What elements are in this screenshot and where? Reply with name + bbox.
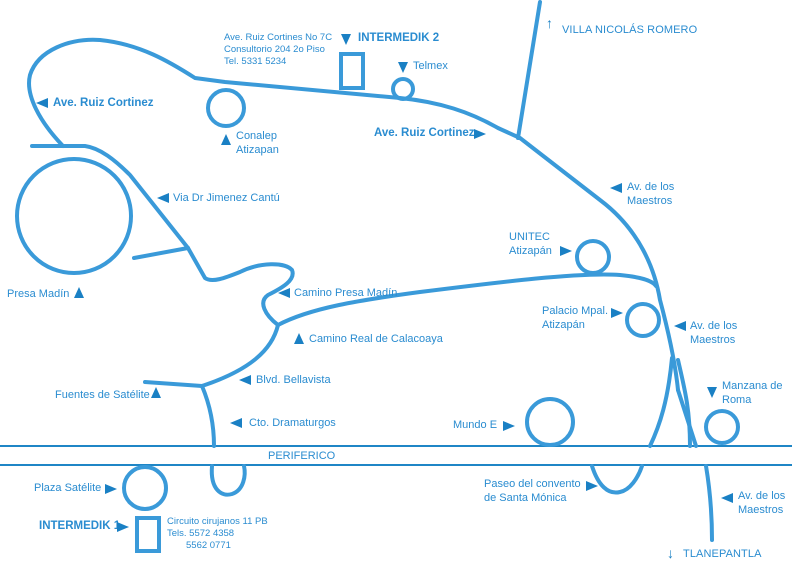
road-av-maestros-south xyxy=(704,464,714,542)
conalep-marker-icon xyxy=(221,134,231,145)
label-camino-presa-madin: Camino Presa Madín xyxy=(294,287,398,299)
north-arrow-icon: ↑ xyxy=(546,15,553,31)
label-camino-real-calacoaya: Camino Real de Calacoaya xyxy=(309,333,443,345)
road-camino-real-calacoaya xyxy=(276,272,658,327)
intermedik1-building xyxy=(135,516,161,553)
santa-monica-marker-icon xyxy=(586,481,598,491)
label-tlanepantla: TLANEPANTLA xyxy=(683,548,762,560)
road-santa-monica xyxy=(590,464,644,495)
label-presa-madin: Presa Madín xyxy=(7,288,70,300)
road-av-maestros-branch xyxy=(648,356,692,448)
address-line: Tels. 5572 4358 xyxy=(167,528,235,539)
label-line: Maestros xyxy=(690,334,736,346)
label-plaza-satelite: Plaza Satélite xyxy=(34,482,102,494)
mundo-e-ring xyxy=(525,397,575,447)
manzana-roma-ring xyxy=(704,409,740,445)
road-villa-nicolas-romero xyxy=(516,0,542,140)
label-intermedik1: INTERMEDIK 1 xyxy=(39,520,121,532)
label-telmex: Telmex xyxy=(413,60,448,72)
label-line: Conalep xyxy=(236,130,277,142)
label-palacio-municipal: Palacio Mpal. Atizapán xyxy=(542,304,608,332)
blvd-bellavista-marker-icon xyxy=(239,375,251,385)
label-fuentes-satelite: Fuentes de Satélite xyxy=(55,389,150,401)
label-line: de Santa Mónica xyxy=(484,492,567,504)
label-ruiz-cortinez-east: Ave. Ruiz Cortinez xyxy=(374,127,475,139)
road-blvd-bellavista xyxy=(200,323,280,388)
telmex-ring xyxy=(391,77,415,101)
label-av-maestros-2: Av. de los Maestros xyxy=(690,319,737,347)
label-blvd-bellavista: Blvd. Bellavista xyxy=(256,374,331,386)
unitec-marker-icon xyxy=(560,246,572,256)
south-arrow-icon: ↓ xyxy=(667,545,674,561)
label-line: Atizapán xyxy=(509,245,552,257)
label-mundo-e: Mundo E xyxy=(453,419,498,431)
label-cto-dramaturgos: Cto. Dramaturgos xyxy=(249,417,336,429)
manzana-roma-marker-icon xyxy=(707,387,717,398)
label-intermedik2: INTERMEDIK 2 xyxy=(358,32,440,44)
label-line: Av. de los xyxy=(627,181,675,193)
address-line: 5562 0771 xyxy=(186,540,231,551)
road-presa-branch xyxy=(132,246,190,260)
jimenez-cantu-marker-icon xyxy=(157,193,169,203)
intermedik2-address: Ave. Ruiz Cortines No 7C Consultorio 204… xyxy=(224,32,332,68)
address-line: Ave. Ruiz Cortines No 7C xyxy=(224,32,333,43)
telmex-marker-icon xyxy=(398,62,408,73)
ruiz-cortinez-east-marker-icon xyxy=(474,129,486,139)
presa-madin-marker-icon xyxy=(74,287,84,298)
label-villa-nicolas-romero: VILLA NICOLÁS ROMERO xyxy=(562,24,698,36)
label-jimenez-cantu: Via Dr Jimenez Cantú xyxy=(173,192,280,204)
av-maestros-2-marker-icon xyxy=(674,321,686,331)
road-fuentes-satelite xyxy=(143,380,204,388)
address-line: Circuito cirujanos 11 PB xyxy=(167,516,268,527)
address-line: Consultorio 204 2o Piso xyxy=(224,44,325,55)
address-line: Tel. 5331 5234 xyxy=(224,56,287,67)
label-line: Roma xyxy=(722,394,752,406)
label-line: Maestros xyxy=(627,195,673,207)
label-line: Av. de los xyxy=(690,320,738,332)
camino-presa-madin-marker-icon xyxy=(278,288,290,298)
palacio-ring xyxy=(625,302,661,338)
label-unitec: UNITEC Atizapán xyxy=(509,230,552,258)
road-cto-dramaturgos xyxy=(200,384,216,448)
palacio-marker-icon xyxy=(611,308,623,318)
label-ruiz-cortinez-west: Ave. Ruiz Cortinez xyxy=(53,97,154,109)
fuentes-satelite-marker-icon xyxy=(151,387,161,398)
label-periferico: PERIFERICO xyxy=(268,450,336,462)
label-av-maestros-1: Av. de los Maestros xyxy=(627,180,674,208)
label-line: Atizapan xyxy=(236,144,279,156)
ruiz-cortinez-west-marker-icon xyxy=(36,98,48,108)
av-maestros-1-marker-icon xyxy=(610,183,622,193)
label-line: Maestros xyxy=(738,504,784,516)
road-jimenez-cantu xyxy=(30,144,295,327)
cto-dramaturgos-marker-icon xyxy=(230,418,242,428)
label-line: Atizapán xyxy=(542,319,585,331)
intermedik2-marker-icon xyxy=(341,34,351,45)
road-dramaturgos-loop xyxy=(209,464,247,497)
camino-real-marker-icon xyxy=(294,333,304,344)
label-manzana-roma: Manzana de Roma xyxy=(722,379,783,407)
intermedik1-address: Circuito cirujanos 11 PB Tels. 5572 4358… xyxy=(167,516,268,552)
label-line: Palacio Mpal. xyxy=(542,305,609,317)
plaza-satelite-ring xyxy=(122,465,168,511)
label-av-maestros-3: Av. de los Maestros xyxy=(738,489,785,517)
presa-madin-ring xyxy=(15,157,133,275)
label-santa-monica: Paseo del convento de Santa Mónica xyxy=(484,477,581,505)
plaza-satelite-marker-icon xyxy=(105,484,117,494)
mundo-e-marker-icon xyxy=(503,421,515,431)
intermedik2-building xyxy=(339,52,365,90)
conalep-ring xyxy=(206,88,246,128)
unitec-ring xyxy=(575,239,611,275)
label-line: Manzana de xyxy=(722,380,783,392)
av-maestros-3-marker-icon xyxy=(721,493,733,503)
label-conalep: Conalep Atizapan xyxy=(236,129,279,157)
label-line: Av. de los xyxy=(738,490,786,502)
label-line: UNITEC xyxy=(509,231,550,243)
intermedik1-marker-icon xyxy=(117,522,129,532)
label-line: Paseo del convento xyxy=(484,478,581,490)
